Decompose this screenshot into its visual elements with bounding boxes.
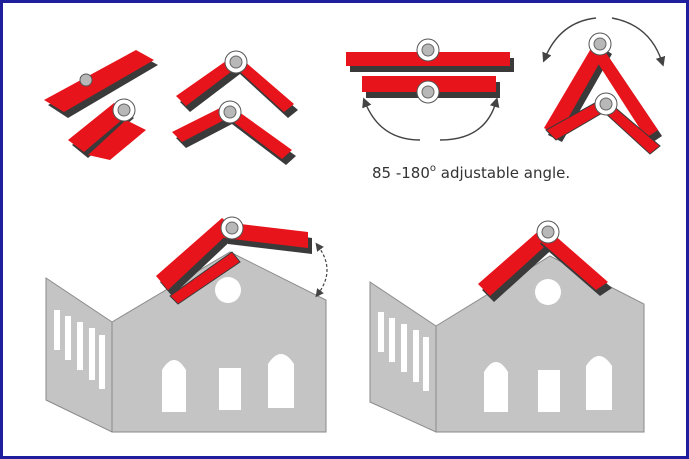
hinge-icon xyxy=(416,80,440,104)
hinge-icon xyxy=(218,100,242,124)
clamp-flat xyxy=(346,38,514,104)
caption-prefix: 85 -180 xyxy=(372,164,430,182)
hinge-icon xyxy=(588,32,612,56)
caption-suffix: adjustable angle. xyxy=(436,164,570,182)
gable-wall-model-left xyxy=(45,251,327,433)
caption-degree: o xyxy=(430,163,436,174)
clamp-pair-left xyxy=(44,50,158,160)
clamp-upright xyxy=(544,32,662,155)
hinge-icon xyxy=(112,98,136,122)
curved-double-arrow-icon xyxy=(545,17,662,62)
hinge-icon xyxy=(536,220,560,244)
curved-double-arrow-icon xyxy=(315,242,328,298)
clamp-pair-middle xyxy=(172,50,298,165)
hinge-icon xyxy=(416,38,440,62)
gable-wall-model-right xyxy=(369,255,645,433)
hinge-icon xyxy=(224,50,248,74)
angle-caption: 85 -180o adjustable angle. xyxy=(372,163,570,182)
curved-double-arrow-icon xyxy=(365,102,496,141)
hinge-icon xyxy=(220,216,244,240)
clamp-open-on-wall xyxy=(156,216,312,305)
clamp-closed-on-wall xyxy=(478,220,612,302)
hinge-icon xyxy=(594,92,618,116)
